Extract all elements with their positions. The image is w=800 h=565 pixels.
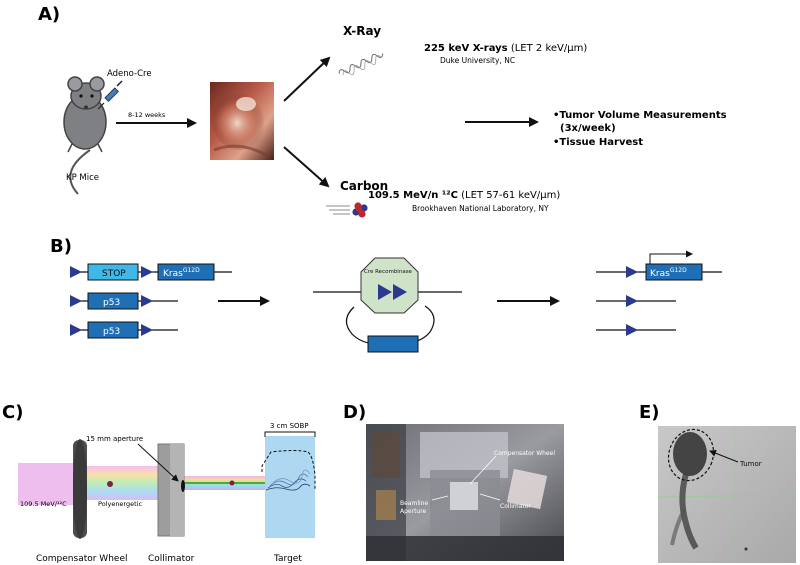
photo-aperture-label: Aperture xyxy=(400,508,427,515)
arrow-to-carbon xyxy=(283,146,330,188)
tumor-label: Tumor xyxy=(739,460,762,468)
carbon-spec-bold: 109.5 MeV/n ¹²C xyxy=(368,190,458,201)
outcome-3: •Tissue Harvest xyxy=(553,137,643,148)
stop-label: STOP xyxy=(102,269,126,279)
photo-beamline-label: Beamline xyxy=(400,500,428,507)
panel-b-label: B) xyxy=(50,236,72,257)
xray-spec-bold: 225 keV X-rays xyxy=(424,43,508,54)
xray-wave-icon xyxy=(338,53,384,76)
photo-collimator-label: Collimator xyxy=(500,503,531,510)
p53-label-1: p53 xyxy=(103,298,120,308)
polyenergetic-label: Polyenergetic xyxy=(98,500,142,508)
cre-recombinase-diagram xyxy=(313,257,462,353)
photo-compensator-label: Compensator Wheel xyxy=(494,450,555,457)
xray-image xyxy=(657,426,797,563)
outcome-1: •Tumor Volume Measurements xyxy=(553,110,727,121)
kras-after-sup: G12D xyxy=(670,267,687,274)
panel-c-label: C) xyxy=(2,402,23,423)
collimator-label: Collimator xyxy=(148,554,195,564)
beamline-schematic xyxy=(18,431,316,539)
injection-label: Adeno-Cre xyxy=(107,69,152,79)
xray-spec-rest: (LET 2 keV/µm) xyxy=(508,43,588,54)
kras-text: Kras xyxy=(163,269,183,279)
panel-d-label: D) xyxy=(343,402,366,423)
xray-site: Duke University, NC xyxy=(440,56,515,65)
mouse-label: KP Mice xyxy=(66,173,99,183)
construct-p53-1 xyxy=(70,292,178,310)
cre-label: Cre Recombinase xyxy=(364,269,413,275)
carbon-spec-rest: (LET 57-61 keV/µm) xyxy=(458,190,560,201)
p53-label-2: p53 xyxy=(103,327,120,337)
kras-sup: G12D xyxy=(183,267,200,274)
tumor-photo xyxy=(210,82,274,160)
construct-recombined xyxy=(596,250,722,336)
aperture-label: 15 mm aperture xyxy=(86,435,143,443)
carbon-spec: 109.5 MeV/n ¹²C (LET 57-61 keV/µm) xyxy=(368,190,560,201)
xray-spec: 225 keV X-rays (LET 2 keV/µm) xyxy=(424,43,587,54)
xray-title: X-Ray xyxy=(343,24,381,38)
kras-label: KrasG12D xyxy=(163,267,200,279)
carbon-title: Carbon xyxy=(340,179,388,193)
duration-label: 8-12 weeks xyxy=(128,111,166,119)
wheel-label: Compensator Wheel xyxy=(36,554,128,564)
experiment-photo xyxy=(366,424,564,561)
panel-a-label: A) xyxy=(38,4,60,25)
sobp-label: 3 cm SOBP xyxy=(270,422,309,430)
carbon-ion-icon xyxy=(326,202,368,218)
panel-e-label: E) xyxy=(639,402,660,423)
kras-after-label: KrasG12D xyxy=(650,267,687,279)
target-label: Target xyxy=(273,554,302,564)
mouse-icon xyxy=(63,76,107,195)
carbon-site: Brookhaven National Laboratory, NY xyxy=(412,204,549,213)
kras-after-text: Kras xyxy=(650,269,670,279)
outcome-2: (3x/week) xyxy=(560,123,616,134)
construct-p53-2 xyxy=(70,321,178,339)
syringe-icon xyxy=(97,80,123,110)
arrow-to-xray xyxy=(283,56,331,102)
beam-energy-label: 109.5 MeV/¹²C xyxy=(20,500,67,508)
construct-kras-lsl xyxy=(70,263,232,281)
